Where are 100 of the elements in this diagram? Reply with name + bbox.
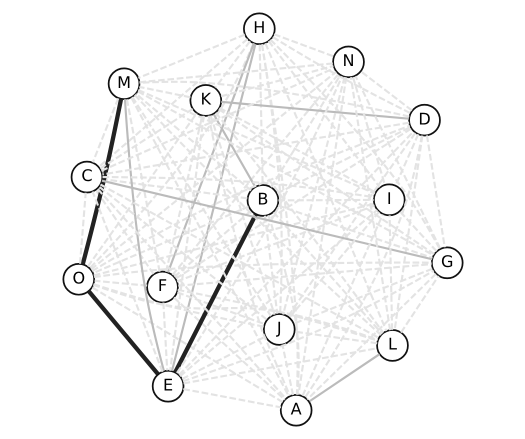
- connector: [86, 112, 198, 268]
- connector: [91, 124, 410, 272]
- connector: [263, 216, 278, 314]
- connector: [288, 211, 380, 318]
- node-circle: G: [430, 246, 463, 280]
- connector: [270, 74, 341, 188]
- connector: [301, 214, 384, 396]
- connector: [272, 36, 411, 114]
- connector: [137, 89, 375, 195]
- connector: [166, 42, 254, 273]
- connector: [258, 44, 264, 185]
- connector: [178, 263, 432, 287]
- connector: [280, 344, 294, 396]
- connector: [130, 97, 290, 397]
- connector: [102, 176, 374, 198]
- connector: [296, 77, 347, 395]
- node-circle: L: [376, 329, 408, 362]
- connector: [91, 191, 164, 372]
- node-circle: O: [62, 263, 95, 296]
- node-circle: A: [279, 394, 312, 426]
- connector: [99, 108, 193, 170]
- connector: [98, 38, 248, 168]
- connector: [78, 192, 86, 264]
- connector: [286, 132, 416, 318]
- node-circle: F: [146, 270, 178, 304]
- node-circle: M: [107, 68, 140, 100]
- connector: [264, 42, 387, 332]
- connector: [308, 353, 380, 402]
- connector: [92, 284, 378, 341]
- connector: [282, 76, 346, 315]
- connector: [400, 275, 439, 334]
- node-circle: C: [70, 160, 103, 194]
- connector: [91, 286, 283, 403]
- connector: [92, 202, 374, 276]
- connector: [136, 90, 434, 256]
- connector: [94, 262, 432, 278]
- connector: [360, 70, 412, 112]
- connector: [294, 330, 377, 344]
- connector: [80, 98, 123, 265]
- connector: [162, 302, 168, 371]
- connector: [176, 76, 343, 374]
- connector: [171, 73, 339, 276]
- connector: [273, 33, 334, 58]
- connector: [182, 270, 434, 382]
- connector: [267, 40, 380, 188]
- connector: [394, 134, 419, 186]
- connector: [172, 296, 286, 401]
- connector: [354, 76, 441, 249]
- node-circle: K: [189, 84, 222, 117]
- connector: [214, 112, 384, 334]
- connector: [220, 100, 408, 120]
- connector: [269, 38, 440, 250]
- node-circle: E: [151, 370, 184, 402]
- connector: [138, 86, 190, 98]
- connector: [393, 135, 423, 330]
- connector: [138, 34, 245, 79]
- connector: [176, 204, 374, 282]
- connector: [134, 92, 252, 192]
- node-circle: D: [408, 104, 440, 136]
- node-circle: N: [332, 46, 364, 78]
- connector: [86, 290, 160, 376]
- node-circle: H: [242, 12, 276, 46]
- connector: [260, 44, 298, 395]
- connector: [306, 273, 436, 400]
- connector: [398, 210, 437, 252]
- connector: [102, 122, 409, 176]
- connector: [304, 135, 422, 398]
- connector: [178, 131, 414, 376]
- connector: [130, 96, 272, 317]
- connector: [209, 115, 276, 315]
- connector: [349, 77, 391, 330]
- connector: [174, 128, 412, 280]
- connector: [164, 116, 203, 272]
- connector: [172, 214, 258, 374]
- connector: [138, 62, 333, 84]
- connector: [173, 210, 252, 278]
- connector: [168, 116, 204, 371]
- node-circle: J: [262, 313, 296, 346]
- connector: [218, 106, 376, 194]
- connector: [125, 99, 160, 272]
- node-circle: I: [372, 184, 406, 216]
- connector: [176, 291, 264, 326]
- connector: [101, 180, 432, 260]
- connector: [133, 94, 382, 336]
- connector: [182, 347, 377, 384]
- connector: [92, 283, 264, 328]
- node-circle: B: [246, 184, 279, 217]
- connector: [388, 215, 393, 330]
- connector: [90, 71, 336, 270]
- connector: [182, 388, 281, 408]
- connector: [123, 99, 164, 372]
- connector: [170, 44, 256, 372]
- connector: [88, 43, 254, 269]
- connector: [96, 188, 286, 400]
- connector: [293, 268, 432, 325]
- connector: [425, 135, 446, 248]
- connector: [352, 76, 386, 186]
- connector: [94, 280, 147, 287]
- connector: [207, 116, 290, 396]
- connector: [181, 336, 266, 380]
